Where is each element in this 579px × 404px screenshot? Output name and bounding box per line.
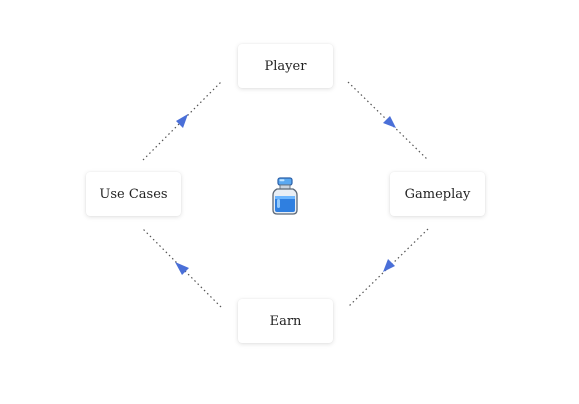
arrowhead-icon <box>175 262 189 275</box>
node-gameplay-label: Gameplay <box>404 186 471 202</box>
arrowhead-icon <box>383 259 395 272</box>
node-player[interactable]: Player <box>238 44 333 88</box>
arrowhead-icon <box>176 114 188 128</box>
edge-player-to-gameplay <box>347 81 429 161</box>
node-use-cases[interactable]: Use Cases <box>86 172 181 216</box>
node-use-cases-label: Use Cases <box>99 186 168 202</box>
edge-usecases-to-player <box>142 81 222 161</box>
potion-bottle-icon <box>272 177 298 215</box>
arrowhead-icon <box>383 116 396 128</box>
node-earn-label: Earn <box>269 313 302 329</box>
node-gameplay[interactable]: Gameplay <box>390 172 485 216</box>
node-player-label: Player <box>264 58 307 74</box>
edge-earn-to-usecases <box>142 228 222 308</box>
node-earn[interactable]: Earn <box>238 299 333 343</box>
edge-gameplay-to-earn <box>347 228 429 308</box>
